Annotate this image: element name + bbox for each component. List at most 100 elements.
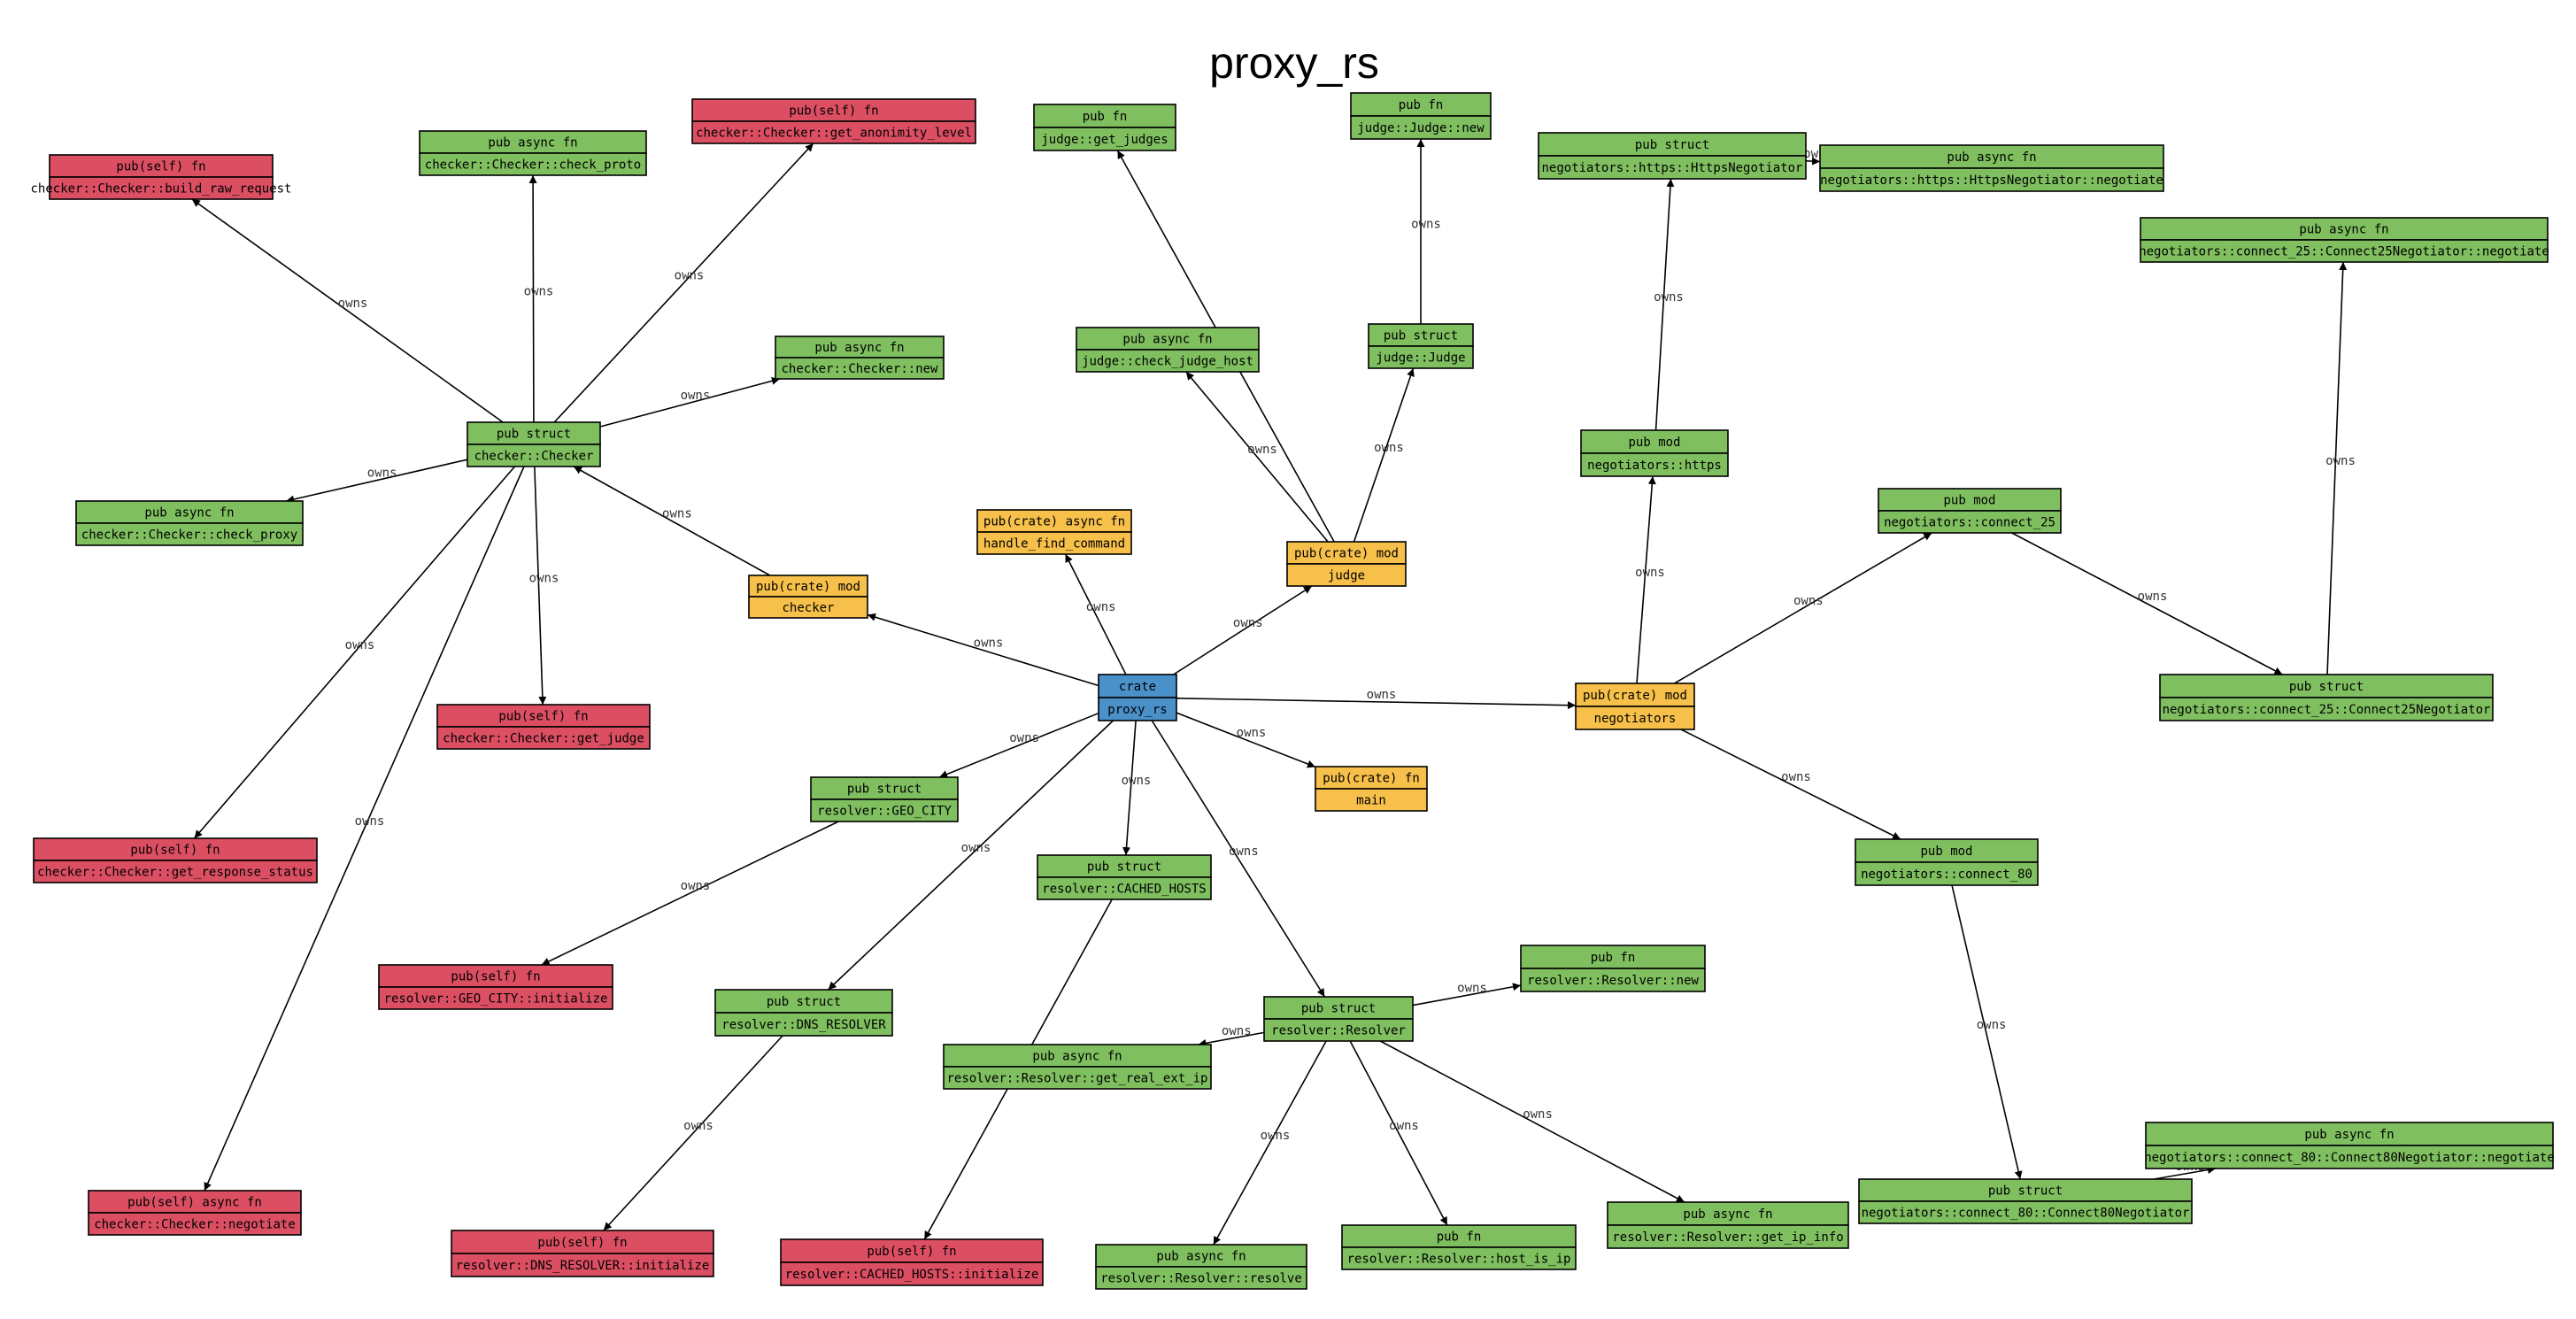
edge-label: owns (1122, 774, 1152, 788)
edge-line (1213, 1040, 1327, 1246)
edge-label: owns (1367, 688, 1397, 702)
edge-label: owns (338, 297, 368, 311)
node-header-box (1341, 1224, 1577, 1248)
node-header-box (1607, 1201, 1849, 1226)
node-build_raw_request[interactable]: pub(self) fnchecker::Checker::build_raw_… (30, 154, 292, 200)
node-path-label: negotiators::connect_25::Connect25Negoti… (2139, 245, 2549, 259)
edge-line (1122, 720, 1137, 856)
node-geo_init[interactable]: pub(self) fnresolver::GEO_CITY::initiali… (378, 964, 613, 1010)
node-visibility-label: pub(self) fn (789, 104, 878, 119)
node-path-box (33, 860, 318, 883)
edge-label: owns (1793, 594, 1824, 608)
edge-label: owns (367, 467, 397, 481)
edge-line (1185, 371, 1329, 543)
node-path-label: resolver::Resolver::host_is_ip (1347, 1253, 1571, 1267)
node-https_negotiate[interactable]: pub async fnnegotiators::https::HttpsNeg… (1819, 144, 2164, 192)
node-get_anonimity_level[interactable]: pub(self) fnchecker::Checker::get_anonim… (691, 98, 976, 144)
node-path-box (419, 152, 647, 176)
edge-crate-to-geo_city: owns (938, 712, 1099, 778)
edge-label: owns (1457, 981, 1487, 995)
edge-resolver_struct-to-get_ip_info: owns (1379, 1040, 1685, 1203)
node-header-box (1575, 683, 1695, 707)
edge-label: owns (681, 389, 711, 403)
node-visibility-label: pub(self) fn (130, 844, 220, 858)
node-visibility-label: pub struct (497, 428, 571, 442)
node-path-label: checker::Checker::get_judge (443, 732, 644, 746)
node-cached_init[interactable]: pub(self) fnresolver::CACHED_HOSTS::init… (780, 1238, 1044, 1286)
edge-label: owns (1781, 770, 1811, 784)
node-path-box (467, 444, 601, 467)
node-path-label: checker::Checker::check_proxy (81, 528, 297, 543)
edge-label: owns (1261, 1129, 1291, 1143)
edge-label: owns (355, 814, 385, 829)
edge-line (599, 376, 781, 428)
edge-line (1680, 729, 1901, 840)
node-checker_negotiate[interactable]: pub(self) async fnchecker::Checker::nego… (88, 1190, 302, 1236)
edge-label: owns (681, 879, 711, 893)
node-visibility-label: pub async fn (144, 506, 234, 521)
node-visibility-label: pub struct (1988, 1184, 2063, 1199)
node-dns_init[interactable]: pub(self) fnresolver::DNS_RESOLVER::init… (451, 1230, 714, 1277)
node-get_real_ext_ip[interactable]: pub async fnresolver::Resolver::get_real… (943, 1044, 1212, 1090)
edge-checker-to-checker_struct: owns (573, 466, 771, 576)
node-https_struct[interactable]: pub structnegotiators::https::HttpsNegot… (1538, 132, 1807, 180)
node-header-box (49, 154, 274, 178)
node-path-label: checker::Checker::build_raw_request (30, 182, 291, 197)
edge-label: owns (1237, 726, 1267, 740)
node-visibility-label: pub(self) async fn (127, 1196, 262, 1210)
node-path-box (1341, 1246, 1577, 1270)
node-header-box (436, 704, 651, 728)
node-header-box (1350, 92, 1492, 117)
edge-line (1064, 553, 1127, 675)
node-get_response_status[interactable]: pub(self) fnchecker::Checker::get_respon… (33, 837, 318, 883)
node-c25_struct[interactable]: pub structnegotiators::connect_25::Conne… (2159, 674, 2494, 721)
node-path-box (2145, 1145, 2554, 1169)
edge-line (1412, 983, 1522, 1007)
node-header-box (1819, 144, 2164, 169)
edge-negotiators-to-c25_mod: owns (1674, 532, 1932, 684)
node-visibility-label: pub struct (847, 783, 922, 797)
node-c80_negotiate[interactable]: pub async fnnegotiators::connect_80::Con… (2144, 1122, 2555, 1169)
node-check_proto[interactable]: pub async fnchecker::Checker::check_prot… (419, 130, 647, 176)
node-visibility-label: pub(crate) mod (756, 580, 860, 594)
node-path-label: resolver::Resolver::get_ip_info (1612, 1230, 1843, 1245)
node-visibility-label: pub fn (1591, 951, 1636, 965)
node-c25_negotiate[interactable]: pub async fnnegotiators::connect_25::Con… (2139, 217, 2549, 263)
edge-label: owns (683, 1119, 713, 1133)
node-header-box (943, 1044, 1212, 1068)
node-visibility-label: pub(crate) async fn (983, 515, 1125, 529)
node-check_proxy[interactable]: pub async fnchecker::Checker::check_prox… (75, 500, 304, 546)
node-c80_struct[interactable]: pub structnegotiators::connect_80::Conne… (1858, 1178, 2193, 1224)
node-visibility-label: pub async fn (2299, 223, 2388, 237)
edge-line (193, 466, 516, 839)
node-visibility-label: pub fn (1399, 98, 1444, 112)
edge-label: owns (1654, 290, 1684, 305)
edge-label: owns (1977, 1018, 2007, 1032)
node-get_ip_info[interactable]: pub async fnresolver::Resolver::get_ip_i… (1607, 1201, 1849, 1249)
node-path-box (1076, 349, 1260, 373)
node-path-label: checker::Checker::negotiate (94, 1218, 296, 1232)
